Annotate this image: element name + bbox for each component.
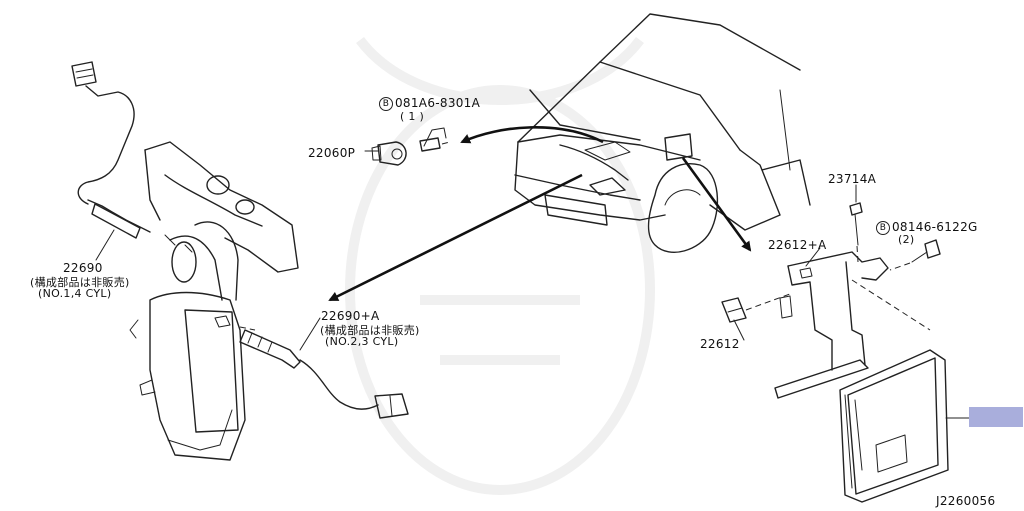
bolt-08146-qty: (2): [898, 233, 915, 246]
ecm-unit: [839, 349, 949, 503]
ecm-bracket: [721, 251, 889, 399]
oxygen-sensor-22690: [71, 61, 151, 239]
part-23714a-label[interactable]: 23714A: [828, 172, 877, 186]
vehicle: [514, 13, 811, 253]
bolt-081a6-code: 081A6-8301A: [395, 96, 481, 110]
part-22690-note: (構成部品は非販売): [30, 276, 130, 289]
bolt-6122-drawing: [911, 239, 941, 263]
exhaust-manifold: [129, 141, 299, 461]
ecm-part-highlight[interactable]: [969, 407, 1023, 427]
part-22690a-cyl: (NO.2,3 CYL): [325, 335, 399, 348]
diagram-id: J2260056: [936, 494, 996, 508]
part-22612-label[interactable]: 22612: [700, 337, 740, 351]
part-22690a-note: (構成部品は非販売): [320, 324, 420, 337]
part-22060p-label[interactable]: 22060P: [308, 146, 356, 160]
bolt-08146-code: 08146-6122G: [892, 220, 978, 234]
bolt-badge-icon: B: [876, 221, 890, 235]
guide-lines: [239, 141, 931, 331]
bolt-081a6-qty: ( 1 ): [400, 110, 425, 123]
knock-sensor: [371, 127, 447, 166]
leader-lines: [95, 150, 970, 419]
part-22690a-label[interactable]: 22690+A: [321, 309, 380, 323]
callout-arrows: [328, 126, 752, 302]
part-22690-label[interactable]: 22690: [63, 261, 103, 275]
bolt-badge-icon: B: [379, 97, 393, 111]
part-22690-cyl: (NO.1,4 CYL): [38, 287, 112, 300]
oxygen-sensor-22690a: [239, 329, 409, 419]
part-22612a-label[interactable]: 22612+A: [768, 238, 827, 252]
bolt-23714a-drawing: [849, 202, 863, 246]
